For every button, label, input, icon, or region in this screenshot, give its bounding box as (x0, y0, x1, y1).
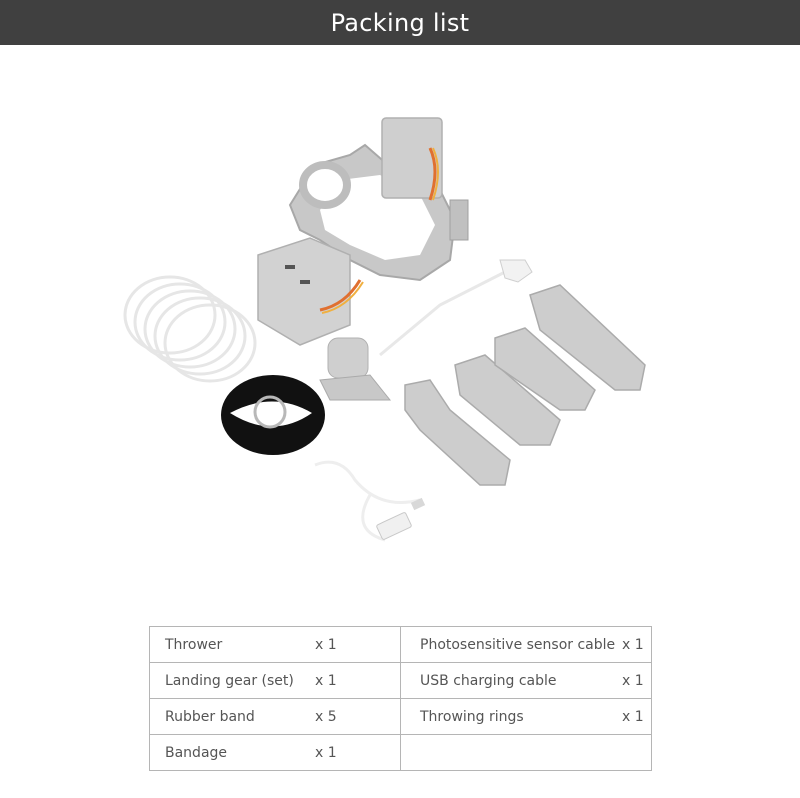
rubber-bands-illustration (123, 275, 257, 383)
table-cell: Throwing rings x 1 (400, 698, 652, 735)
page-header: Packing list (0, 0, 800, 45)
item-quantity: x 1 (315, 744, 337, 761)
bandage-illustration (221, 375, 325, 455)
product-image (120, 110, 660, 560)
table-row: Landing gear (set) x 1 USB charging cabl… (149, 662, 652, 699)
item-quantity: x 1 (315, 672, 337, 689)
item-name: USB charging cable (420, 672, 557, 689)
usb-cable-illustration (314, 460, 426, 542)
item-quantity: x 5 (315, 708, 337, 725)
item-quantity: x 1 (315, 636, 337, 653)
table-cell: USB charging cable x 1 (400, 662, 652, 699)
table-cell: Photosensitive sensor cable x 1 (400, 626, 652, 663)
item-name: Landing gear (set) (165, 672, 294, 689)
table-cell: Landing gear (set) x 1 (149, 662, 401, 699)
item-quantity: x 1 (622, 708, 644, 725)
thrower-illustration (257, 117, 469, 346)
page-title: Packing list (330, 8, 470, 37)
table-cell: Bandage x 1 (149, 734, 401, 771)
table-cell: Thrower x 1 (149, 626, 401, 663)
item-name: Photosensitive sensor cable (420, 636, 616, 653)
sensor-cable-illustration (319, 259, 533, 401)
table-row: Rubber band x 5 Throwing rings x 1 (149, 698, 652, 735)
item-quantity: x 1 (622, 636, 644, 653)
table-row: Thrower x 1 Photosensitive sensor cable … (149, 626, 652, 663)
table-cell: Rubber band x 5 (149, 698, 401, 735)
packing-list-table: Thrower x 1 Photosensitive sensor cable … (149, 626, 652, 771)
landing-gear-illustration (404, 284, 646, 486)
item-name: Bandage (165, 744, 228, 761)
item-name: Thrower (165, 636, 223, 653)
table-row: Bandage x 1 (149, 734, 652, 771)
empty-table-cell (400, 734, 652, 771)
item-quantity: x 1 (622, 672, 644, 689)
item-name: Rubber band (165, 708, 255, 725)
item-name: Throwing rings (420, 708, 524, 725)
